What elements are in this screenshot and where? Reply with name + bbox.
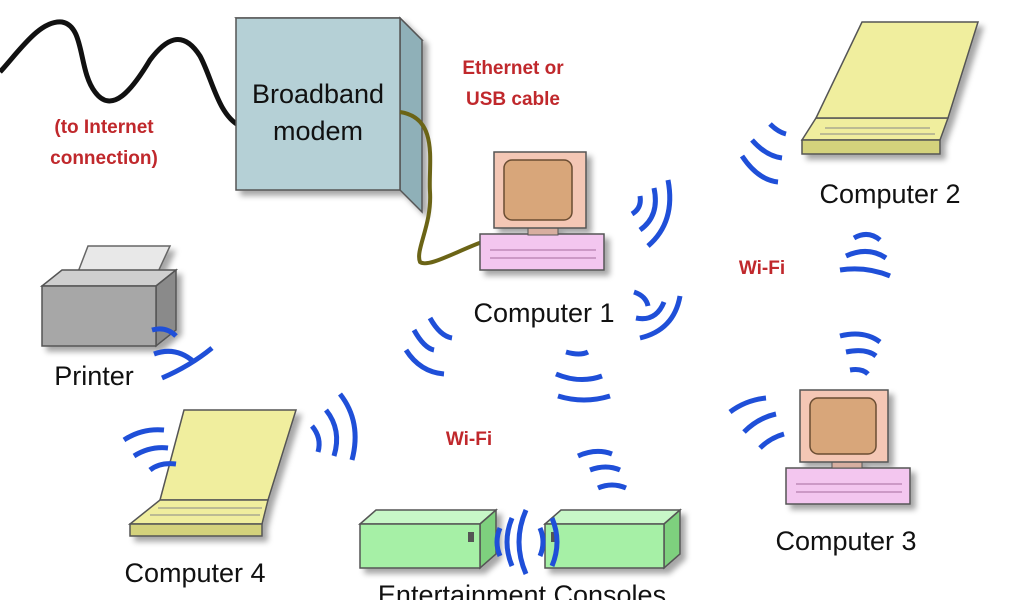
wifi-waves-computer1-right: [633, 289, 683, 341]
wifi-waves-printer: [151, 326, 214, 381]
computer-3-label: Computer 3: [775, 526, 916, 556]
wifi-waves-computer2-left: [739, 122, 787, 185]
cable-label-line1: Ethernet or: [462, 58, 564, 79]
wifi-waves-computer2-below: [839, 232, 891, 279]
wifi-waves-consoles-middle: [494, 508, 560, 576]
modem-label-line2: modem: [273, 116, 363, 146]
wifi-label-upper: Wi-Fi: [739, 258, 785, 279]
broadband-modem: [234, 16, 424, 214]
modem-label-line1: Broadband: [252, 79, 384, 109]
wifi-waves-computer1-top: [630, 179, 673, 248]
computer-3-desktop: [785, 389, 911, 505]
wifi-waves-computer4-left: [122, 427, 177, 473]
entertainment-console-right: [543, 508, 682, 570]
internet-label-line2: connection): [50, 148, 158, 169]
wifi-waves-computer3-top: [839, 331, 882, 376]
ethernet-cable: [399, 110, 483, 266]
computer-1-desktop: [479, 151, 605, 271]
printer-device: [39, 245, 179, 348]
internet-label-line1: (to Internet: [54, 117, 154, 138]
computer-4-label: Computer 4: [124, 558, 265, 588]
wifi-label-lower: Wi-Fi: [446, 429, 492, 450]
wifi-waves-center: [555, 349, 611, 403]
internet-cable: [0, 19, 242, 129]
computer-2-label: Computer 2: [819, 179, 960, 209]
wifi-waves-computer3-left: [728, 395, 785, 450]
wifi-waves-computer4-right: [310, 392, 358, 461]
cable-label-line2: USB cable: [466, 89, 560, 110]
wifi-waves-center-left: [403, 316, 453, 377]
consoles-label: Entertainment Consoles: [378, 580, 666, 600]
printer-label: Printer: [54, 361, 134, 391]
wifi-waves-consoles-top: [576, 448, 627, 491]
computer-4-laptop: [127, 409, 298, 537]
entertainment-console-left: [358, 508, 498, 570]
computer-2-laptop: [800, 21, 980, 155]
computer-1-label: Computer 1: [473, 298, 614, 328]
